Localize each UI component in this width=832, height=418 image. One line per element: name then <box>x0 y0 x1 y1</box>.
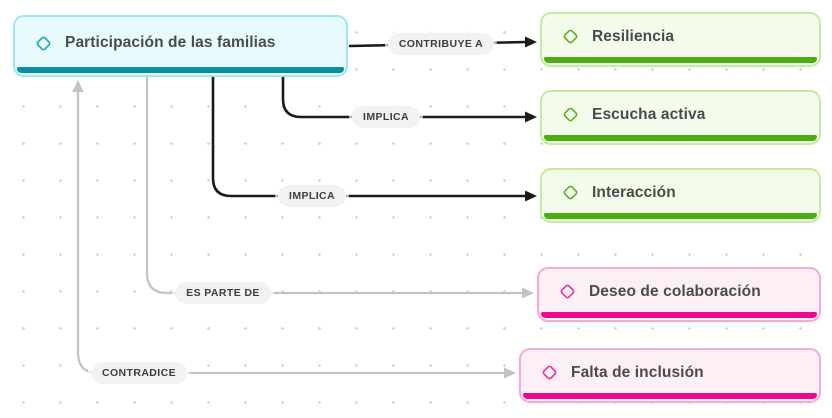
arrowhead-right-icon <box>504 367 516 379</box>
diamond-icon <box>542 365 557 380</box>
arrowhead-right-icon <box>522 287 534 299</box>
arrowhead-right-icon <box>525 111 537 123</box>
node-label: Falta de inclusión <box>571 363 704 381</box>
edge-implica-escucha <box>281 75 537 123</box>
arrowhead-up-icon <box>72 80 84 92</box>
edge-label-contradice[interactable]: CONTRADICE <box>91 362 187 384</box>
node-participacion-familias[interactable]: Participación de las familias <box>13 15 348 77</box>
arrowhead-right-icon <box>525 190 537 202</box>
node-resiliencia[interactable]: Resiliencia <box>540 12 821 67</box>
edge-label-es-parte-de[interactable]: ES PARTE DE <box>175 282 271 304</box>
edge-es-parte-de <box>145 75 534 299</box>
node-label: Interacción <box>592 183 676 201</box>
edge-contradice <box>72 80 516 379</box>
edge-label-implica-interaccion[interactable]: IMPLICA <box>278 185 346 207</box>
diamond-icon <box>563 29 578 44</box>
node-falta-inclusion[interactable]: Falta de inclusión <box>519 348 821 403</box>
node-escucha-activa[interactable]: Escucha activa <box>540 90 821 145</box>
edge-implica-interaccion <box>211 75 537 202</box>
node-label: Deseo de colaboración <box>589 282 761 300</box>
node-label: Resiliencia <box>592 27 675 45</box>
node-label: Escucha activa <box>592 105 706 123</box>
node-deseo-colaboracion[interactable]: Deseo de colaboración <box>537 267 821 322</box>
diamond-icon <box>36 36 51 50</box>
diamond-icon <box>560 284 575 299</box>
diamond-icon <box>563 107 578 122</box>
diamond-icon <box>563 185 578 200</box>
node-interaccion[interactable]: Interacción <box>540 168 821 223</box>
arrowhead-right-icon <box>525 36 537 48</box>
edge-label-contribuye-a[interactable]: CONTRIBUYE A <box>387 33 495 55</box>
edge-label-implica-escucha[interactable]: IMPLICA <box>352 106 420 128</box>
node-label: Participación de las familias <box>65 34 276 51</box>
